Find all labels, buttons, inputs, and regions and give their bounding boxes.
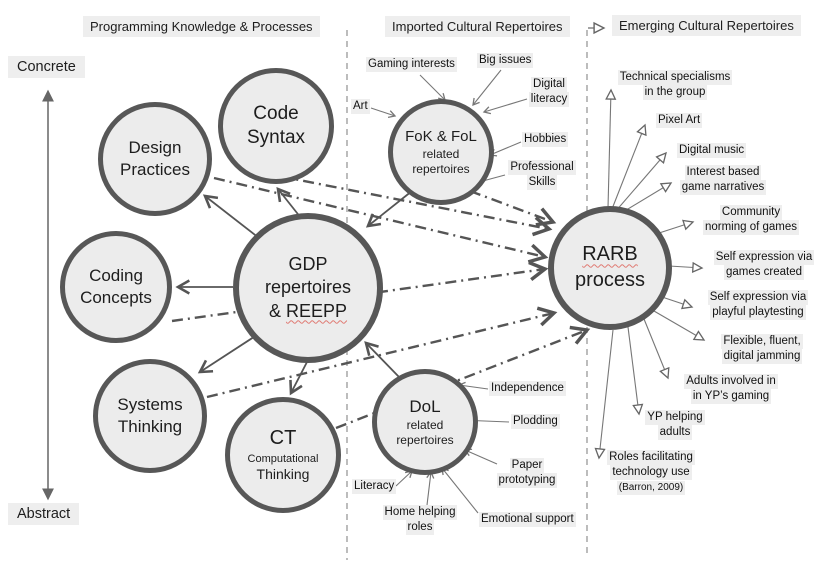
arrow-rarb-to-community-norming (655, 219, 695, 235)
node-text: repertoires (412, 161, 470, 176)
label-plodding: Plodding (511, 414, 560, 430)
node-text: & (268, 300, 286, 321)
header-programming-knowledge: Programming Knowledge & Processes (83, 16, 320, 37)
arrow-fok-to-gdp (365, 190, 413, 228)
arrow-rarb-to-yp-helping-adults (627, 326, 644, 416)
arrow-rarb-to-roles-facilitating (594, 329, 614, 460)
node-text: Concepts (80, 288, 152, 307)
arrow-gdp-to-ct (289, 361, 308, 396)
node-code-syntax: Code Syntax (218, 68, 334, 184)
arrow-big-issues-to-fok (472, 69, 502, 107)
node-text: CT (269, 427, 297, 450)
arrow-rarb-to-pixel-art (611, 123, 647, 210)
label-hobbies: Hobbies (522, 132, 569, 148)
node-text: related (422, 146, 460, 161)
node-text: repertoires (264, 277, 352, 298)
label-digital-music: Digital music (677, 143, 747, 159)
label-independence: Independence (489, 381, 566, 397)
arrow-art-to-fok (370, 107, 397, 119)
arrow-home-helping-roles-to-dol (426, 470, 435, 506)
header-imported-cultural: Imported Cultural Repertoires (385, 16, 570, 37)
node-text: Thinking (117, 417, 183, 436)
node-text: Computational (247, 452, 319, 465)
node-text: DoL (409, 397, 441, 417)
label-big-issues: Big issues (477, 53, 534, 69)
node-text: related (406, 417, 444, 432)
arrow-hobbies-to-fok (488, 141, 522, 157)
label-emotional-support: Emotional support (479, 512, 576, 528)
label-literacy: Literacy (352, 479, 397, 495)
arrow-digital-literacy-to-fok (482, 98, 528, 115)
arrow-rarb-to-digital-music (614, 151, 667, 213)
connector-systems-thinking-to-rarb (206, 306, 558, 399)
arrow-gaming-interests-to-fok (419, 74, 446, 101)
label-gaming-interests: Gaming interests (366, 57, 457, 73)
connector-ct-to-rarb (335, 325, 591, 430)
arrow-rarb-to-flexible-fluent (653, 310, 706, 341)
node-rarb-process: RARB process (548, 206, 672, 330)
axis-label-concrete: Concrete (8, 56, 85, 78)
axis-label-abstract: Abstract (8, 503, 80, 525)
header-emerging-cultural: Emerging Cultural Repertoires (612, 15, 801, 36)
node-text: Thinking (256, 466, 310, 483)
node-text: repertoires (396, 432, 454, 447)
node-text: FoK & FoL (405, 128, 477, 146)
arrow-dol-to-gdp (364, 341, 401, 379)
arrow-rarb-to-technical-specialisms (605, 88, 617, 209)
node-text-spellcheck: REEPP (285, 300, 348, 321)
node-text-spellcheck: RARB (582, 243, 638, 266)
node-systems-thinking: Systems Thinking (93, 359, 207, 473)
node-text: Coding (89, 266, 143, 286)
arrow-rarb-to-self-expression-playtesting (661, 296, 694, 310)
label-flexible-fluent-jamming: Flexible, fluent,digital jamming (713, 334, 811, 365)
node-text: Code (253, 102, 299, 124)
node-text: process (574, 269, 646, 291)
arrow-rarb-to-self-expression-games (668, 261, 704, 273)
connector-code-syntax-to-rarb (257, 170, 553, 237)
node-text: Practices (120, 160, 190, 179)
node-dol-repertoires: DoL related repertoires (372, 369, 478, 475)
arrow-paper-prototyping-to-dol (463, 448, 498, 465)
node-text: GDP (288, 254, 328, 275)
label-art: Art (351, 99, 370, 115)
label-pixel-art: Pixel Art (656, 113, 703, 129)
arrow-rarb-to-adults-involved (643, 318, 670, 380)
node-ct-computational-thinking: CT Computational Thinking (225, 397, 341, 513)
node-text: Design (128, 138, 182, 158)
node-text: & REEPP (269, 300, 347, 323)
arrow-emotional-support-to-dol (441, 466, 479, 514)
node-design-practices: Design Practices (98, 102, 212, 216)
arrow-gdp-to-systems-thinking (197, 332, 261, 374)
node-coding-concepts: Coding Concepts (60, 231, 172, 343)
node-gdp-repertoires-reepp: GDP repertoires & REEPP (233, 213, 383, 363)
arrow-literacy-to-dol (395, 470, 413, 487)
node-fok-fol-repertoires: FoK & FoL related repertoires (388, 99, 494, 205)
node-text: Systems (117, 395, 183, 415)
node-text: Syntax (246, 127, 306, 148)
connector-fok-to-rarb (469, 189, 557, 227)
